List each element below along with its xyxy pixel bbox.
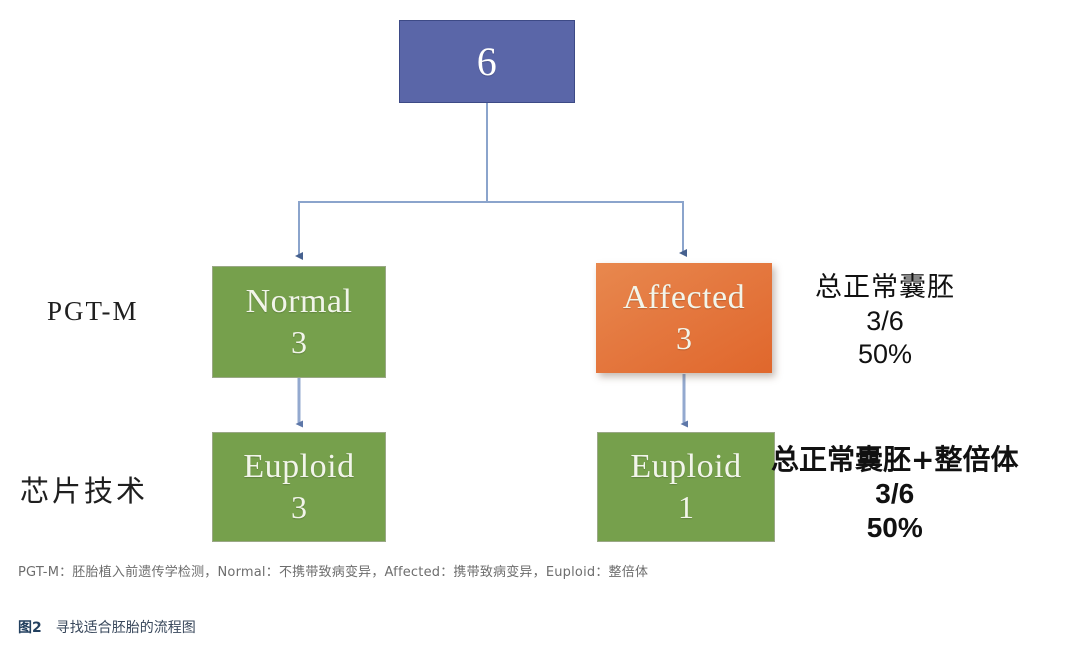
node-normal[interactable]: Normal 3: [212, 266, 386, 378]
node-normal-count: 3: [291, 324, 307, 361]
node-euploid-left-count: 3: [291, 489, 307, 526]
node-total-embryos-title: 6: [476, 38, 498, 84]
figure-caption-text: 寻找适合胚胎的流程图: [55, 620, 196, 636]
node-euploid-right[interactable]: Euploid 1: [597, 432, 775, 542]
summary-normal-euploid-ratio: 3/6: [875, 478, 915, 510]
summary-normal-percent: 50%: [857, 338, 913, 369]
node-normal-title: Normal: [245, 283, 353, 321]
node-affected[interactable]: Affected 3: [596, 263, 772, 373]
summary-normal-euploid-heading: 总正常囊胚+整倍体: [771, 443, 1019, 476]
figure-caption-number: 图2: [18, 620, 42, 636]
summary-normal-blastocysts: 总正常囊胚 3/6 50%: [815, 272, 955, 371]
node-affected-count: 3: [676, 320, 692, 357]
node-affected-title: Affected: [622, 279, 746, 317]
summary-normal-ratio: 3/6: [866, 305, 904, 336]
figure-footnote: PGT-M：胚胎植入前遗传学检测，Normal：不携带致病变异，Affected…: [18, 565, 649, 580]
figure-caption: 图2 寻找适合胚胎的流程图: [18, 617, 196, 637]
node-total-embryos[interactable]: 6: [399, 20, 575, 103]
node-euploid-left[interactable]: Euploid 3: [212, 432, 386, 542]
node-euploid-right-count: 1: [678, 489, 694, 526]
summary-normal-euploid-blastocysts: 总正常囊胚+整倍体 3/6 50%: [771, 443, 1018, 545]
node-euploid-left-title: Euploid: [243, 448, 355, 486]
stage-label-pgtm: PGT-M: [47, 296, 139, 326]
summary-normal-euploid-percent: 50%: [866, 512, 923, 544]
stage-label-chip-technology: 芯片技术: [20, 474, 149, 508]
node-euploid-right-title: Euploid: [630, 448, 742, 486]
summary-normal-heading: 总正常囊胚: [815, 272, 955, 303]
